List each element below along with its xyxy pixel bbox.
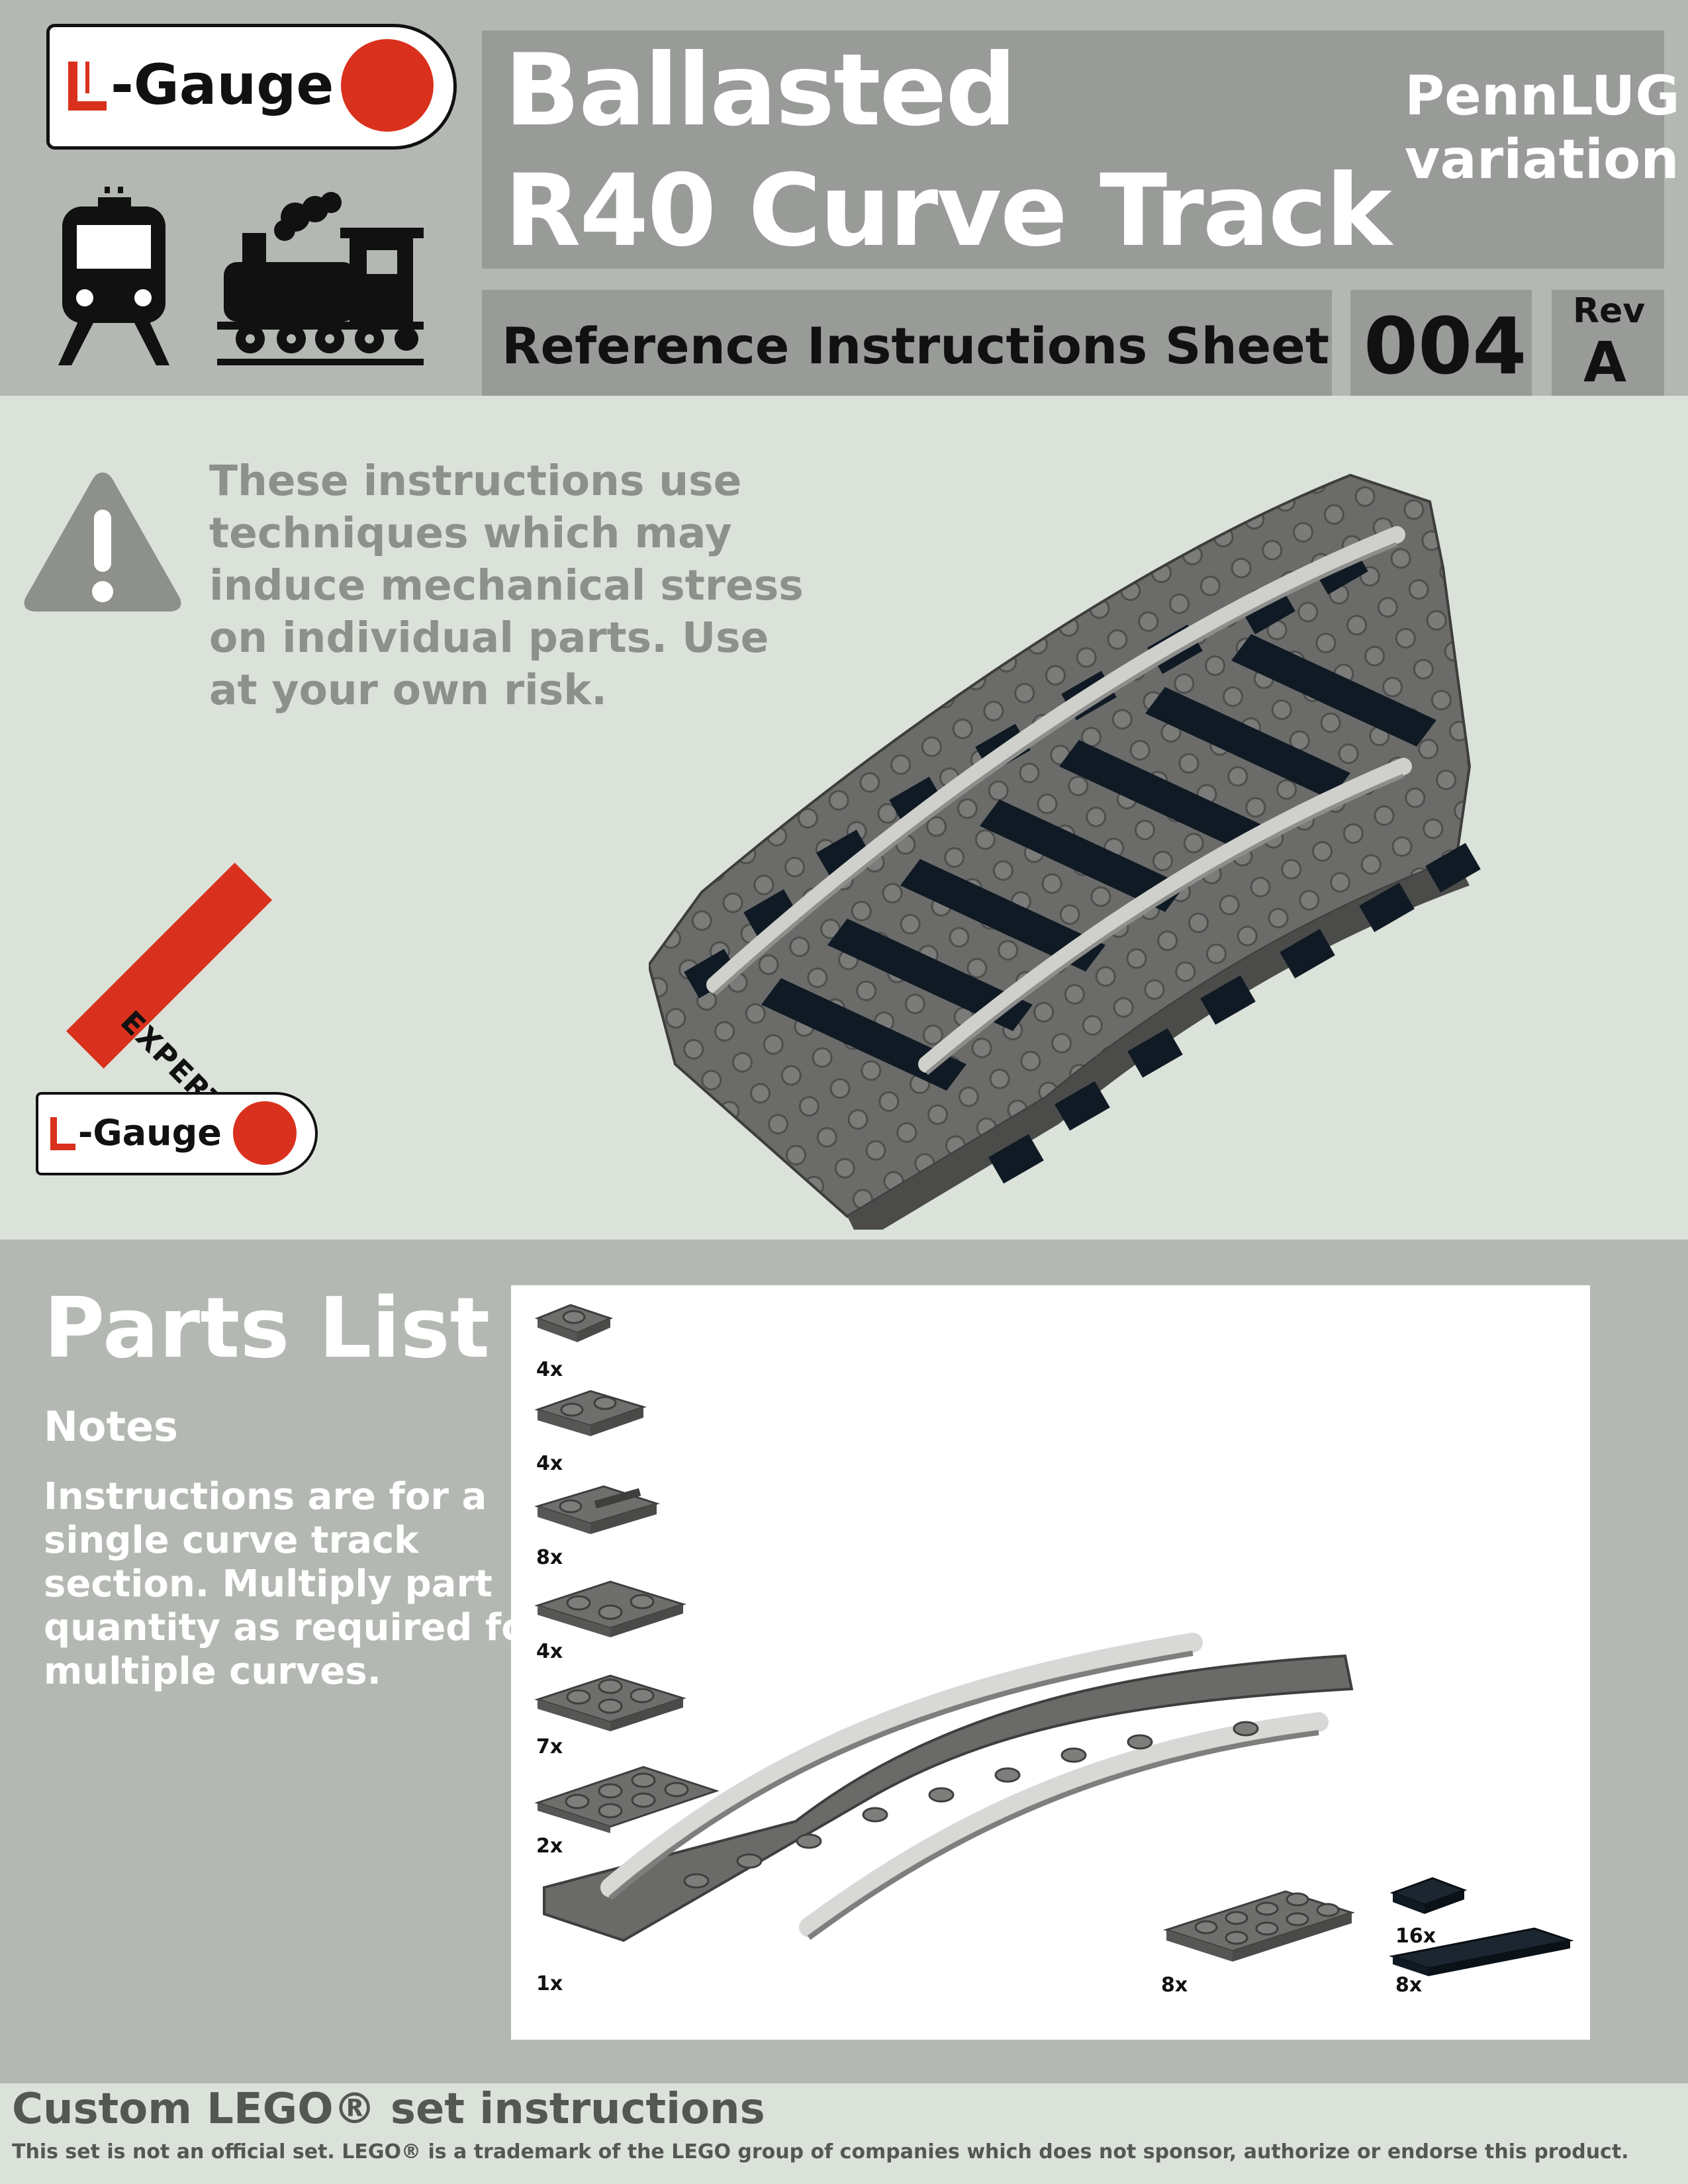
sheet-number-box: 004 [1350, 290, 1532, 396]
title-line-1: Ballasted [504, 33, 1017, 148]
warning-line: on individual parts. Use [209, 614, 769, 662]
rev-value: A [1583, 330, 1627, 394]
notes-line: multiple curves. [44, 1650, 381, 1693]
part-tile-1x6-black [1389, 1927, 1574, 1976]
title-line-2: R40 Curve Track [504, 154, 1392, 269]
part-qty: 7x [536, 1735, 563, 1758]
notes-line: section. Multiply part [44, 1563, 492, 1606]
part-plate-2x2-corner [534, 1580, 686, 1637]
warning-icon [24, 473, 181, 612]
part-qty: 4x [536, 1452, 563, 1475]
part-qty: 8x [1161, 1974, 1188, 1997]
variation-line-1: PennLUG [1405, 65, 1680, 128]
footer-disclaimer: This set is not an official set. LEGO® i… [12, 2140, 1629, 2163]
part-qty: 16x [1395, 1925, 1436, 1948]
logo-red-dot [233, 1101, 297, 1165]
logo-text: -Gauge [111, 52, 334, 117]
parts-list-heading: Parts List [44, 1279, 490, 1377]
parts-list-section: Parts List Notes Instructions are for a … [0, 1240, 1688, 2083]
part-plate-2x4 [1163, 1890, 1355, 1962]
expert-l-gauge-logo: -Gauge [36, 1092, 318, 1175]
notes-line: Instructions are for a [44, 1475, 487, 1518]
title-box: Ballasted R40 Curve Track PennLUG variat… [482, 30, 1680, 269]
part-qty: 8x [1395, 1974, 1423, 1997]
notes-line: single curve track [44, 1519, 419, 1562]
revision-box: Rev A [1552, 290, 1664, 396]
notes-line: quantity as required for [44, 1606, 545, 1649]
part-plate-2x2 [534, 1674, 686, 1731]
expert-badge: EXPERT -Gauge [26, 862, 318, 1256]
part-qty: 4x [536, 1358, 563, 1381]
parts-panel: 4x 4x 8x 4x [511, 1285, 1590, 2040]
expert-logo-text: -Gauge [78, 1112, 222, 1154]
part-plate-1x2 [534, 1390, 647, 1436]
l-gauge-mark-icon [68, 62, 108, 111]
part-qty: 8x [536, 1546, 563, 1569]
train-front-icon [58, 187, 169, 365]
subtitle-box: Reference Instructions Sheet [482, 290, 1332, 396]
part-curved-rail [543, 1633, 1354, 1942]
footer-title: Custom LEGO® set instructions [12, 2085, 765, 2134]
part-qty: 2x [536, 1835, 563, 1858]
part-plate-2x3 [534, 1766, 720, 1833]
warning-section: These instructions use techniques which … [0, 396, 1688, 1240]
l-gauge-logo: -Gauge [46, 24, 457, 150]
assembled-track-render [649, 473, 1481, 1230]
header: -Gauge Ballasted R40 Curve Track PennLUG… [0, 0, 1688, 396]
steam-locomotive-icon [217, 192, 424, 365]
rev-label: Rev [1573, 291, 1646, 331]
part-qty: 1x [536, 1972, 563, 1995]
variation-line-2: variation [1405, 128, 1679, 191]
part-plate-1x1 [534, 1304, 614, 1342]
warning-line: induce mechanical stress [209, 561, 804, 610]
sheet-number: 004 [1364, 300, 1527, 392]
part-qty: 4x [536, 1640, 563, 1663]
warning-line: These instructions use [209, 457, 742, 505]
l-gauge-mark-icon [50, 1117, 77, 1150]
subtitle: Reference Instructions Sheet [502, 316, 1330, 375]
part-plate-rail-clip [534, 1485, 661, 1534]
footer: Custom LEGO® set instructions This set i… [0, 2083, 1688, 2184]
warning-line: at your own risk. [209, 666, 608, 714]
part-tile-1x2-black [1389, 1877, 1468, 1914]
warning-line: techniques which may [209, 509, 732, 557]
notes-heading: Notes [44, 1402, 179, 1451]
logo-red-dot [341, 39, 434, 132]
